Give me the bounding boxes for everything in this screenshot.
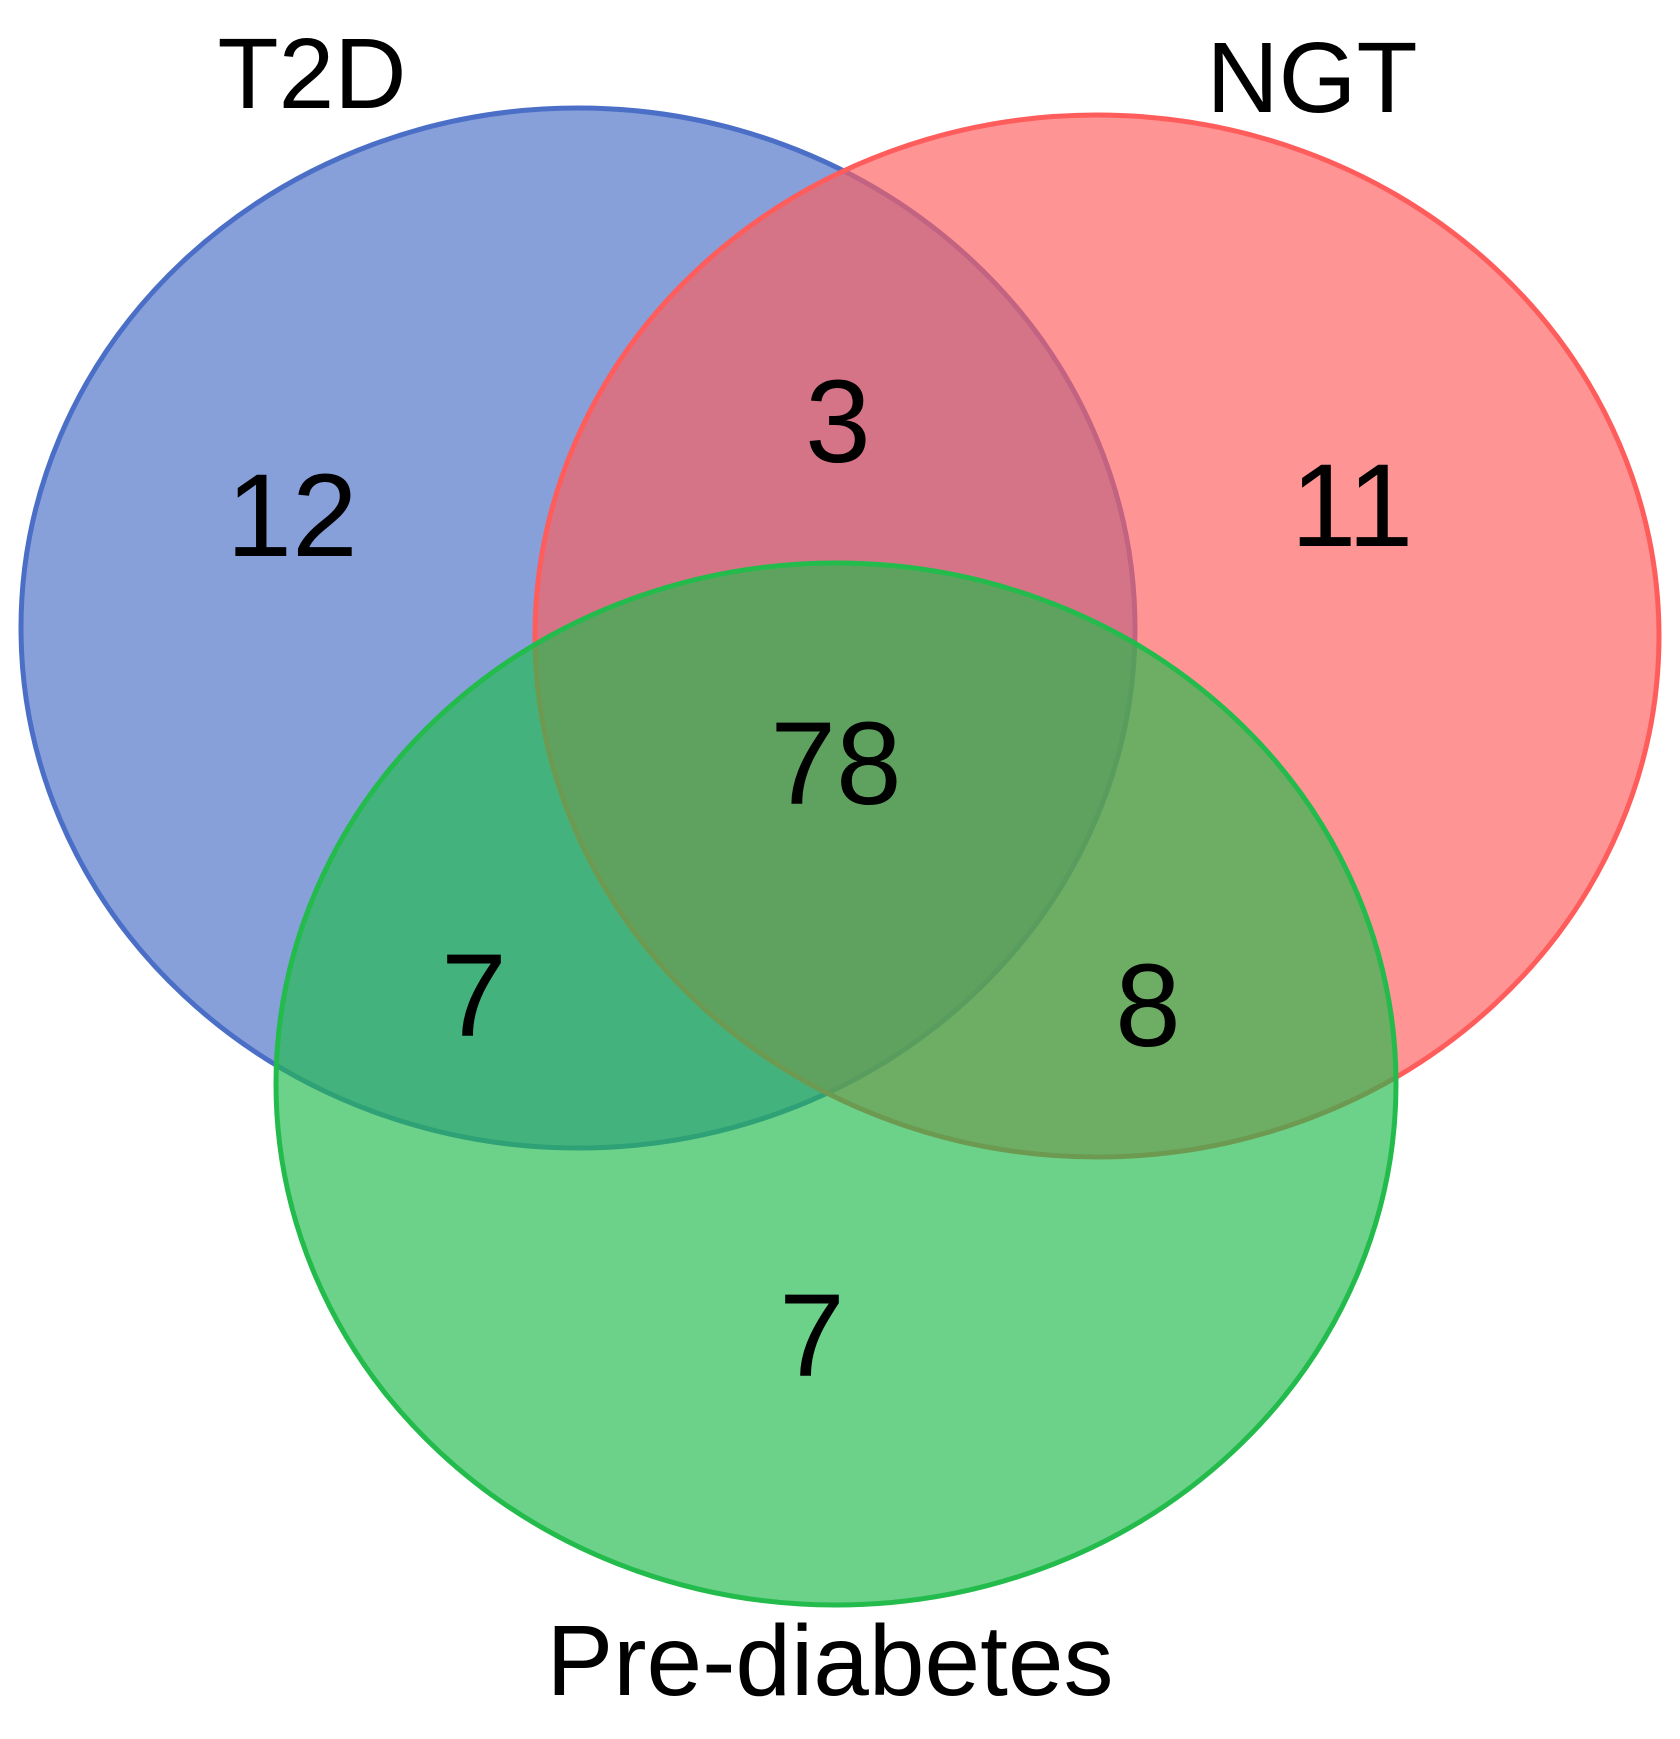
- region-count-ngt-only: 11: [1291, 440, 1414, 572]
- region-count-t2d-pre-diabetes: 7: [441, 930, 507, 1062]
- region-count-ngt-pre-diabetes: 8: [1115, 940, 1181, 1072]
- region-count-t2d-ngt: 3: [805, 356, 871, 488]
- region-count-pre-diabetes-only: 7: [779, 1270, 845, 1402]
- set-circle-pre-diabetes: [273, 560, 1399, 1608]
- region-count-t2d-only: 12: [226, 450, 357, 582]
- region-count-all-three: 78: [770, 698, 901, 830]
- set-label-ngt: NGT: [1206, 22, 1417, 134]
- set-label-pre-diabetes: Pre-diabetes: [547, 1605, 1114, 1717]
- set-label-t2d: T2D: [218, 18, 407, 130]
